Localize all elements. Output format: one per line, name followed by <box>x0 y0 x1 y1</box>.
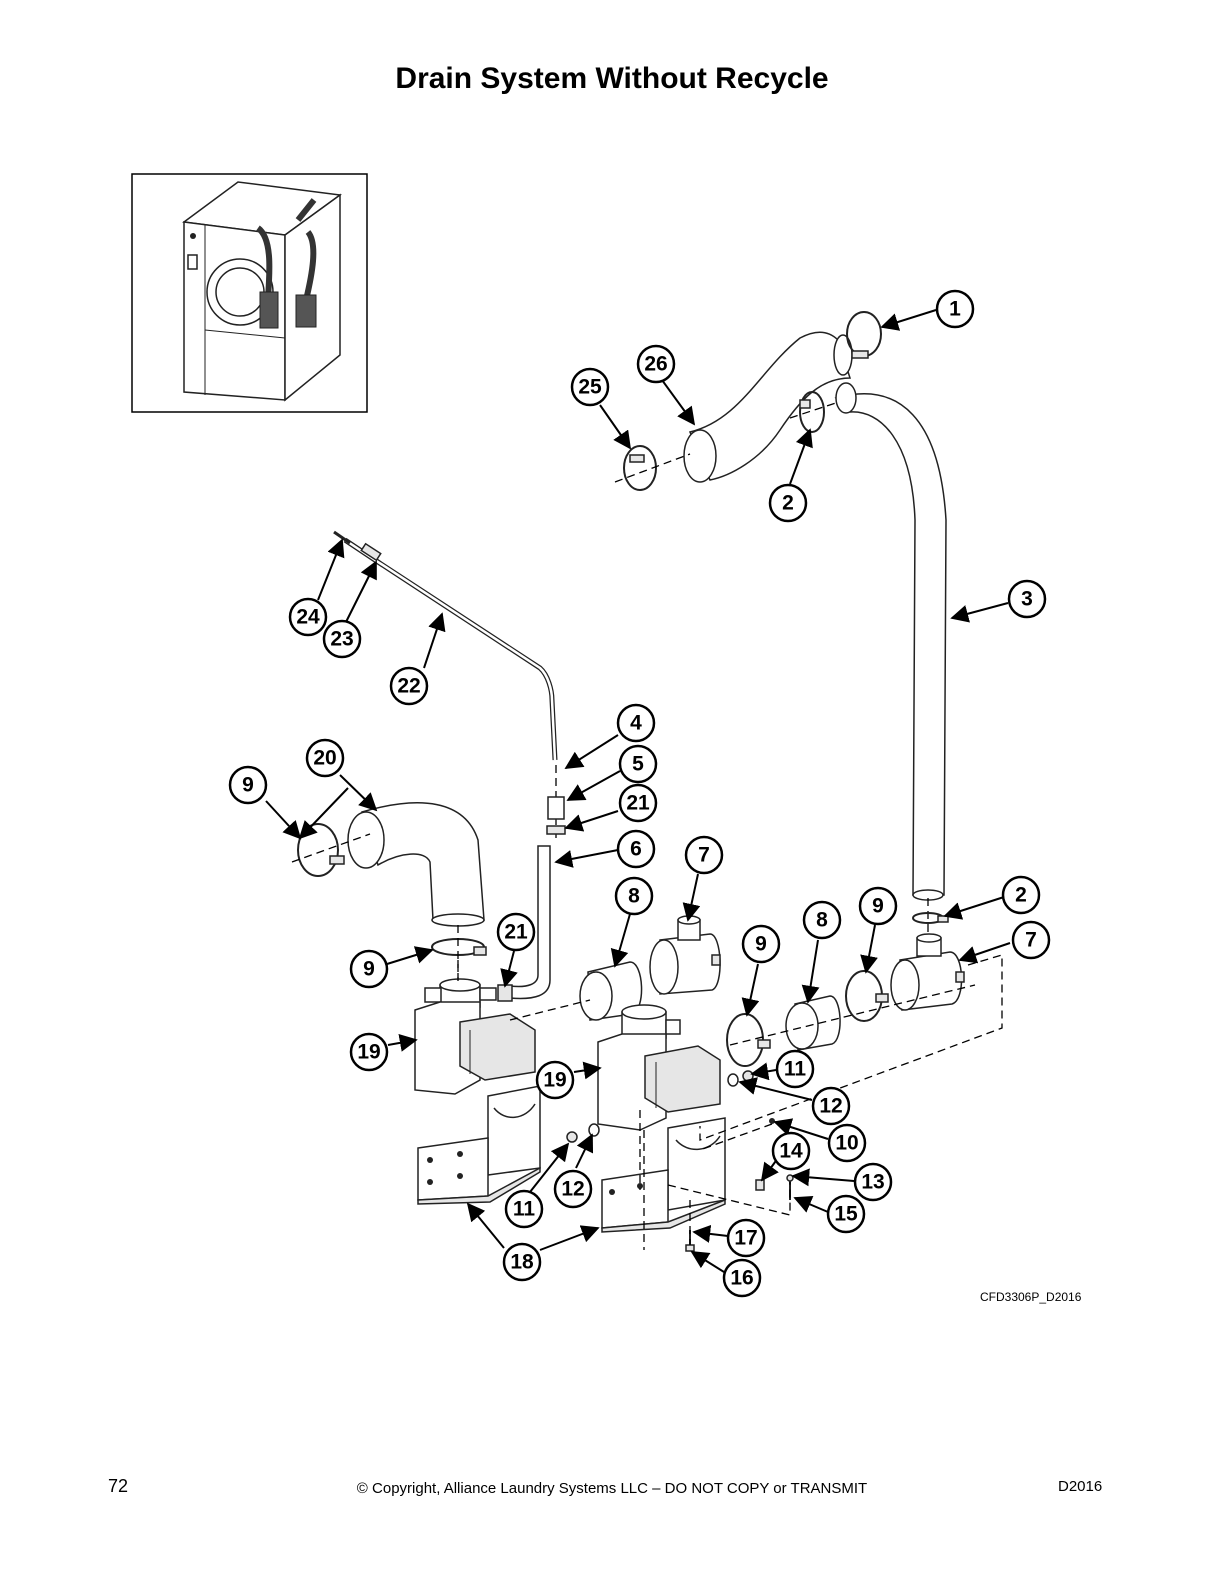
callout-25: 25 <box>570 367 610 407</box>
callout-7-middle-label: 7 <box>698 844 710 867</box>
callout-21-lower-label: 21 <box>504 921 528 944</box>
callout-21-upper-label: 21 <box>626 792 650 815</box>
callout-1: 1 <box>935 289 975 329</box>
callout-24-label: 24 <box>296 606 320 629</box>
callout-9-far-left: 9 <box>228 765 268 805</box>
callout-9-right: 9 <box>858 886 898 926</box>
callout-23: 23 <box>322 619 362 659</box>
callout-5: 5 <box>618 744 658 784</box>
callout-24: 24 <box>288 597 328 637</box>
callout-21-upper: 21 <box>618 783 658 823</box>
callout-3-label: 3 <box>1021 588 1033 611</box>
callout-20: 20 <box>305 738 345 778</box>
callout-14-label: 14 <box>779 1140 803 1163</box>
callout-13-label: 13 <box>861 1171 884 1194</box>
callout-16-label: 16 <box>730 1267 753 1290</box>
callout-15-label: 15 <box>834 1203 858 1226</box>
callout-19-right-label: 19 <box>543 1069 566 1092</box>
callout-22: 22 <box>389 666 429 706</box>
callout-11-right-label: 11 <box>784 1058 807 1081</box>
center-couplings <box>579 915 726 1233</box>
page-title: Drain System Without Recycle <box>395 62 829 95</box>
callout-19-left: 19 <box>349 1032 389 1072</box>
callout-11-left: 11 <box>504 1189 544 1229</box>
callout-12-left-label: 12 <box>561 1178 584 1201</box>
callout-11-right: 11 <box>775 1049 815 1089</box>
callout-23-label: 23 <box>330 628 353 651</box>
sensor-tube-assembly <box>333 530 566 1002</box>
callout-17: 17 <box>726 1218 766 1258</box>
callout-10: 10 <box>827 1123 867 1163</box>
callout-7-right: 7 <box>1011 920 1051 960</box>
callout-4-label: 4 <box>630 712 642 735</box>
callout-25-label: 25 <box>578 376 602 399</box>
callout-7-middle: 7 <box>684 835 724 875</box>
callout-22-label: 22 <box>397 675 420 698</box>
page-number: 72 <box>108 1476 129 1496</box>
callout-12-left: 12 <box>553 1169 593 1209</box>
callout-19-right: 19 <box>535 1060 575 1100</box>
callout-16: 16 <box>722 1258 762 1298</box>
callout-8-right-label: 8 <box>816 909 828 932</box>
copyright-notice: © Copyright, Alliance Laundry Systems LL… <box>356 1480 868 1497</box>
callout-19-left-label: 19 <box>357 1041 380 1064</box>
callout-15: 15 <box>826 1194 866 1234</box>
document-code: D2016 <box>1058 1478 1103 1495</box>
callout-4: 4 <box>616 703 656 743</box>
washer-inset <box>131 173 368 413</box>
callout-17-label: 17 <box>734 1227 757 1250</box>
callout-2-lower: 2 <box>1001 875 1041 915</box>
callout-13: 13 <box>853 1162 893 1202</box>
callout-18: 18 <box>502 1242 542 1282</box>
callout-2-upper-label: 2 <box>782 492 794 515</box>
callout-9-middle-label: 9 <box>755 933 767 956</box>
callout-12-right-label: 12 <box>819 1095 842 1118</box>
left-elbow-and-valve <box>291 802 541 1205</box>
drawing-code: CFD3306P_D2016 <box>980 1290 1082 1304</box>
callout-9-left-label: 9 <box>363 958 375 981</box>
callout-21-lower: 21 <box>496 912 536 952</box>
assembly-lines <box>457 954 1003 1250</box>
upper-drain-hose <box>614 311 947 940</box>
callout-8-right: 8 <box>802 900 842 940</box>
callout-1-label: 1 <box>949 298 961 321</box>
callout-9-middle: 9 <box>741 924 781 964</box>
callout-14: 14 <box>771 1131 811 1171</box>
callout-10-label: 10 <box>835 1132 858 1155</box>
callout-18-label: 18 <box>510 1251 534 1274</box>
callout-20-label: 20 <box>313 747 336 770</box>
callout-9-left: 9 <box>349 949 389 989</box>
callout-8-left-label: 8 <box>628 885 640 908</box>
callout-12-right: 12 <box>811 1086 851 1126</box>
callout-11-left-label: 11 <box>513 1198 536 1221</box>
callout-2-upper: 2 <box>768 483 808 523</box>
callout-26: 26 <box>636 344 676 384</box>
callout-7-right-label: 7 <box>1025 929 1037 952</box>
callout-3: 3 <box>1007 579 1047 619</box>
callout-9-far-left-label: 9 <box>242 774 254 797</box>
callout-2-lower-label: 2 <box>1015 884 1027 907</box>
callout-9-right-label: 9 <box>872 895 884 918</box>
callout-6: 6 <box>616 829 656 869</box>
callout-8-left: 8 <box>614 876 654 916</box>
leader-arrows <box>265 309 1011 1273</box>
callout-26-label: 26 <box>644 353 667 376</box>
callout-5-label: 5 <box>632 753 644 776</box>
callout-6-label: 6 <box>630 838 642 861</box>
